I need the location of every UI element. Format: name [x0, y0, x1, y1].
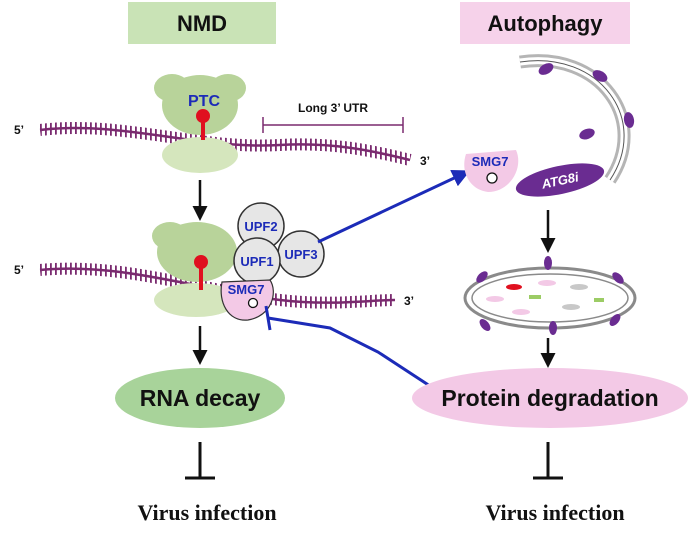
autophagy-header-box	[460, 2, 630, 44]
nmd-header: NMD	[177, 11, 227, 36]
autophagy-header: Autophagy	[488, 11, 604, 36]
five-prime-label-top: 5’	[14, 123, 24, 137]
long-utr-bracket	[262, 117, 404, 133]
rna-decay-label: RNA decay	[140, 385, 261, 411]
three-prime-label-top: 3’	[420, 154, 430, 168]
degradation-inhibition-line	[267, 316, 431, 388]
smg7-label: SMG7	[228, 282, 265, 297]
atg8-markers-top	[538, 63, 635, 140]
virus-infection-right: Virus infection	[485, 500, 624, 525]
top-mrna	[39, 121, 412, 166]
upf1-label: UPF1	[240, 254, 273, 269]
nmd-header-box	[128, 2, 276, 44]
ptc-marker-middle	[194, 255, 208, 290]
degradation-inhibition-bar	[264, 305, 272, 331]
rna-decay-box	[115, 368, 285, 428]
smg7-autophagy-protein	[464, 150, 519, 192]
autophagosome-cargo	[486, 280, 604, 315]
atg8-markers-autophagosome	[476, 256, 624, 335]
virus-infection-left: Virus infection	[137, 500, 276, 525]
ptc-marker-top	[196, 109, 210, 140]
smg7-transfer-arrow	[317, 169, 471, 244]
ribosome-top	[154, 74, 246, 173]
five-prime-label-mid: 5’	[14, 263, 24, 277]
three-prime-label-mid: 3’	[404, 294, 414, 308]
ptc-label: PTC	[188, 93, 220, 110]
smg7-autophagy-label: SMG7	[472, 154, 509, 169]
protein-degradation-box	[412, 368, 688, 428]
smg7-protein	[220, 279, 274, 321]
phagophore	[519, 54, 631, 184]
ribosome-middle	[152, 222, 238, 317]
atg8i-protein	[515, 163, 605, 197]
protein-degradation-label: Protein degradation	[441, 385, 658, 411]
upf3-label: UPF3	[284, 247, 317, 262]
upf2-label: UPF2	[244, 219, 277, 234]
long-utr-label: Long 3’ UTR	[298, 101, 368, 115]
